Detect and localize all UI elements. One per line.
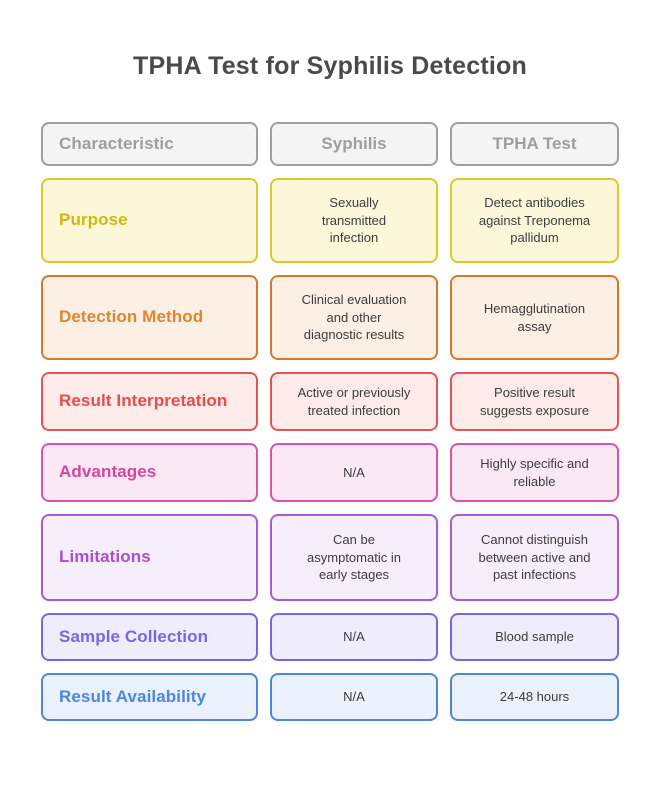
row-label-purpose: Purpose [41,178,258,263]
row-label-advantages: Advantages [41,443,258,502]
cell-result-interpretation-tpha: Positive result suggests exposure [450,372,619,431]
row-label-result-interpretation: Result Interpretation [41,372,258,431]
cell-result-availability-syphilis: N/A [270,673,438,721]
cell-purpose-syphilis: Sexually transmitted infection [270,178,438,263]
header-syphilis: Syphilis [270,122,438,166]
cell-sample-collection-syphilis: N/A [270,613,438,661]
cell-detection-method-syphilis: Clinical evaluation and other diagnostic… [270,275,438,360]
cell-detection-method-tpha: Hemagglutination assay [450,275,619,360]
cell-result-interpretation-syphilis: Active or previously treated infection [270,372,438,431]
header-characteristic: Characteristic [41,122,258,166]
cell-purpose-tpha: Detect antibodies against Treponema pall… [450,178,619,263]
cell-result-availability-tpha: 24-48 hours [450,673,619,721]
cell-limitations-syphilis: Can be asymptomatic in early stages [270,514,438,601]
cell-advantages-tpha: Highly specific and reliable [450,443,619,502]
cell-limitations-tpha: Cannot distinguish between active and pa… [450,514,619,601]
row-label-limitations: Limitations [41,514,258,601]
header-tpha-test: TPHA Test [450,122,619,166]
comparison-table: Characteristic Syphilis TPHA Test Purpos… [41,122,619,721]
cell-advantages-syphilis: N/A [270,443,438,502]
cell-sample-collection-tpha: Blood sample [450,613,619,661]
page-title: TPHA Test for Syphilis Detection [133,52,527,80]
row-label-result-availability: Result Availability [41,673,258,721]
row-label-sample-collection: Sample Collection [41,613,258,661]
row-label-detection-method: Detection Method [41,275,258,360]
